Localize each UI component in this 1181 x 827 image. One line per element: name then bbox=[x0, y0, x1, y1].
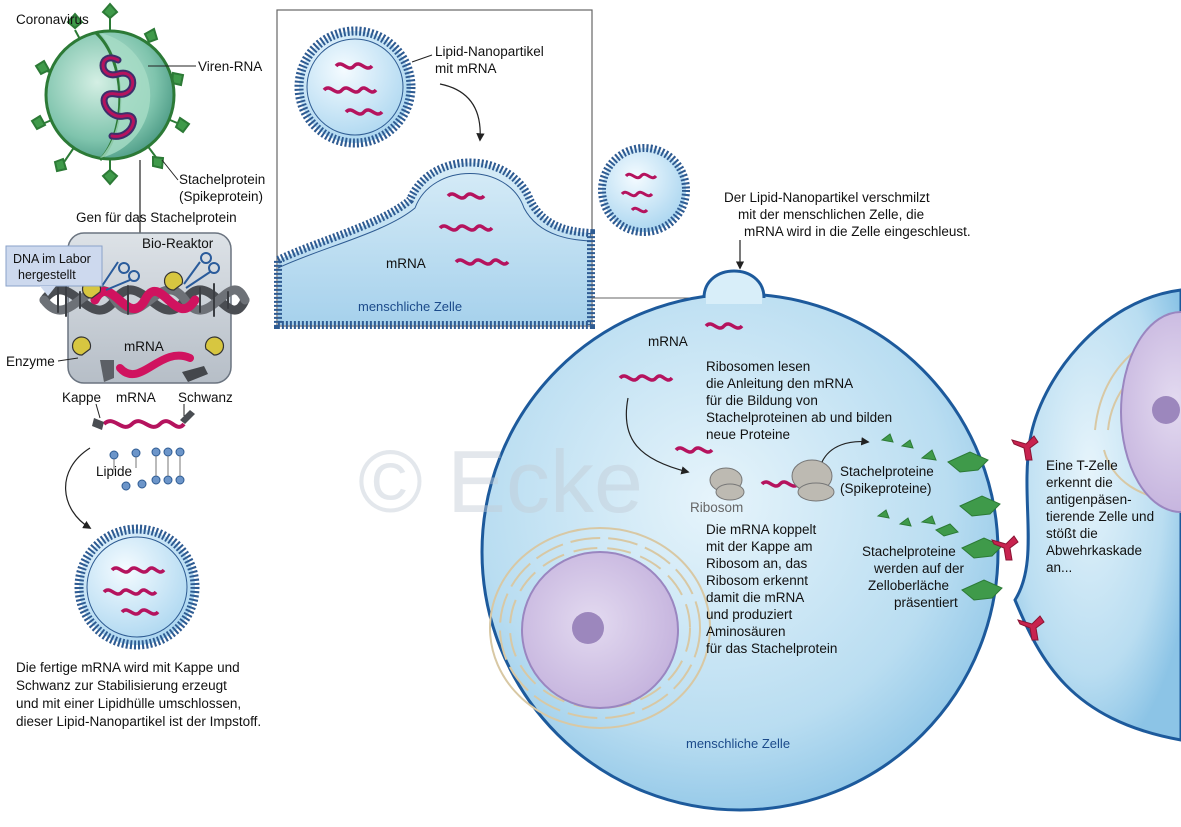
label-tcell-7: an... bbox=[1046, 560, 1072, 575]
label-fuse-1: Der Lipid-Nanopartikel verschmilzt bbox=[724, 190, 930, 205]
reactor-mrna bbox=[116, 351, 194, 379]
dna-lab-callout bbox=[5, 245, 103, 296]
final-lnp bbox=[74, 524, 200, 650]
label-dna-labor-1: DNA im Labor bbox=[13, 252, 91, 266]
label-fuse-2: mit der menschlichen Zelle, die bbox=[738, 207, 924, 222]
dna-helix bbox=[39, 283, 250, 317]
text-labels: Coronavirus Viren-RNA Stachelprotein (Sp… bbox=[6, 12, 1154, 751]
nucleolus bbox=[572, 612, 604, 644]
label-inset-cell: menschliche Zelle bbox=[358, 299, 462, 314]
label-final-2: Schwanz zur Stabilisierung erzeugt bbox=[16, 678, 227, 693]
label-final-3: und mit einer Lipidhülle umschlossen, bbox=[16, 696, 241, 711]
arrow-to-lnp bbox=[65, 447, 92, 529]
label-lnp-2: mit mRNA bbox=[435, 61, 497, 76]
label-couple-5: damit die mRNA bbox=[706, 590, 804, 605]
label-stachelprotein: Stachelprotein bbox=[179, 172, 265, 187]
label-ribo-3: für die Bildung von bbox=[706, 393, 818, 408]
label-final-1: Die fertige mRNA wird mit Kappe und bbox=[16, 660, 240, 675]
t-cell-receptors bbox=[991, 435, 1045, 641]
label-tcell-6: Abwehrkaskade bbox=[1046, 543, 1142, 558]
label-cell-bottom: menschliche Zelle bbox=[686, 736, 790, 751]
label-tcell-4: tierende Zelle und bbox=[1046, 509, 1154, 524]
label-present-4: präsentiert bbox=[894, 595, 958, 610]
label-present-2: werden auf der bbox=[873, 561, 965, 576]
label-lipide: Lipide bbox=[96, 464, 132, 479]
label-sp-1: Stachelproteine bbox=[840, 464, 934, 479]
watermark: © Ecke bbox=[358, 432, 643, 531]
enzymes bbox=[71, 271, 225, 356]
t-cell bbox=[991, 288, 1181, 742]
fusing-lnp bbox=[598, 144, 690, 236]
label-coronavirus: Coronavirus bbox=[16, 12, 89, 27]
label-viren-rna: Viren-RNA bbox=[198, 59, 262, 74]
endoplasmic-reticulum bbox=[489, 527, 711, 729]
label-ribosom: Ribosom bbox=[690, 500, 743, 515]
coronavirus-illustration bbox=[30, 2, 196, 186]
label-enzyme: Enzyme bbox=[6, 354, 55, 369]
label-reactor-mrna: mRNA bbox=[124, 339, 164, 354]
label-spikeprotein: (Spikeprotein) bbox=[179, 189, 263, 204]
label-couple-3: Ribosom an, das bbox=[706, 556, 808, 571]
capped-mrna-strand bbox=[92, 403, 195, 430]
label-gene: Gen für das Stachelprotein bbox=[76, 210, 237, 225]
label-strand-mrna: mRNA bbox=[116, 390, 156, 405]
surface-spike-proteins bbox=[935, 451, 1003, 601]
label-tcell-1: Eine T-Zelle bbox=[1046, 458, 1118, 473]
cap-fragment bbox=[100, 360, 114, 382]
label-ribo-1: Ribosomen lesen bbox=[706, 359, 810, 374]
lipid-molecules bbox=[109, 447, 185, 491]
label-couple-7: Aminosäuren bbox=[706, 624, 786, 639]
label-couple-6: und produziert bbox=[706, 607, 793, 622]
label-cell-mrna: mRNA bbox=[648, 334, 688, 349]
label-bio-reactor: Bio-Reaktor bbox=[142, 236, 214, 251]
label-ribo-4: Stachelproteinen ab und bilden bbox=[706, 410, 892, 425]
label-couple-4: Ribosom erkennt bbox=[706, 573, 808, 588]
tail-fragment bbox=[182, 366, 208, 382]
label-fuse-3: mRNA wird in die Zelle eingeschleust. bbox=[744, 224, 971, 239]
ribosomes bbox=[709, 459, 835, 502]
label-present-1: Stachelproteine bbox=[862, 544, 956, 559]
label-couple-8: für das Stachelprotein bbox=[706, 641, 837, 656]
human-cell bbox=[480, 269, 1003, 812]
spike-protein-fragments bbox=[876, 433, 937, 527]
label-couple-1: Die mRNA koppelt bbox=[706, 522, 817, 537]
label-tcell-5: stößt die bbox=[1046, 526, 1098, 541]
label-ribo-5: neue Proteine bbox=[706, 427, 790, 442]
label-final-4: dieser Lipid-Nanopartikel ist der Impsto… bbox=[16, 714, 261, 729]
label-tcell-2: erkennt die bbox=[1046, 475, 1113, 490]
bio-reactor bbox=[39, 232, 250, 384]
label-couple-2: mit der Kappe am bbox=[706, 539, 813, 554]
label-ribo-2: die Anleitung den mRNA bbox=[706, 376, 853, 391]
label-present-3: Zelloberläche bbox=[868, 578, 949, 593]
scissors-icon bbox=[101, 252, 220, 291]
label-kappe: Kappe bbox=[62, 390, 101, 405]
label-inset-mrna: mRNA bbox=[386, 256, 426, 271]
label-dna-labor-2: hergestellt bbox=[18, 268, 76, 282]
enzyme-pointer bbox=[57, 357, 79, 362]
label-lnp-1: Lipid-Nanopartikel bbox=[435, 44, 544, 59]
label-schwanz: Schwanz bbox=[178, 390, 233, 405]
label-tcell-3: antigenpäsen- bbox=[1046, 492, 1132, 507]
label-sp-2: (Spikeproteine) bbox=[840, 481, 932, 496]
inset-fusion-box bbox=[274, 9, 595, 329]
